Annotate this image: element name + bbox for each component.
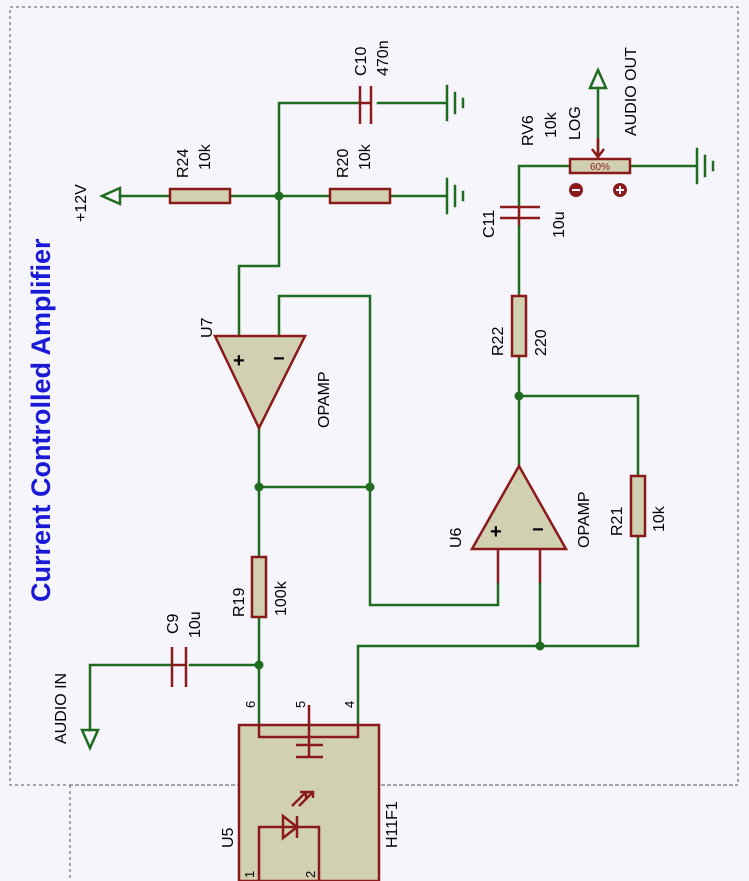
audio-in-terminal: AUDIO IN — [53, 673, 100, 752]
rv6-increment-button — [613, 183, 627, 197]
junctions — [254, 191, 545, 670]
u7-minus-pin: − — [273, 348, 285, 370]
c10-ref: C10 — [353, 47, 370, 76]
u5-pin-6: 6 — [243, 701, 258, 708]
r24-value: 10k — [197, 143, 214, 170]
sheet-frame — [9, 6, 739, 881]
diagram-title: Current Controlled Amplifier — [26, 238, 56, 602]
r19-ref: R19 — [231, 588, 248, 617]
capacitor-c9: C9 10u — [165, 611, 204, 687]
u5-pin-4: 4 — [342, 701, 357, 708]
r19-value: 100k — [273, 580, 290, 616]
audio-out-terminal: AUDIO OUT — [588, 47, 640, 136]
resistor-r21: R21 10k — [609, 474, 668, 538]
supply-terminal: +12V — [73, 184, 122, 222]
resistor-r22: R22 220 — [490, 294, 550, 358]
opamp-u6: + − U6 OPAMP — [448, 463, 593, 583]
c10-value: 470n — [375, 40, 392, 76]
u5-ref: U5 — [220, 827, 237, 848]
u6-plus-pin: + — [490, 521, 502, 543]
c9-value: 10u — [187, 611, 204, 638]
r24-ref: R24 — [175, 149, 192, 178]
rv6-value: 10k — [543, 111, 560, 138]
r20-ref: R20 — [335, 149, 352, 178]
r20-value: 10k — [357, 143, 374, 170]
rv6-setting: 60% — [590, 162, 610, 173]
r22-value: 220 — [533, 329, 550, 356]
capacitor-c11: C11 10u — [481, 205, 568, 238]
u5-pin-1: 1 — [242, 871, 257, 878]
r21-value: 10k — [651, 505, 668, 532]
wires — [88, 86, 697, 732]
rv6-taper: LOG — [567, 106, 584, 140]
r22-ref: R22 — [490, 327, 507, 356]
optocoupler-u5: 6 5 4 1 2 U5 H11F1 — [220, 701, 401, 881]
audio-in-label: AUDIO IN — [53, 673, 70, 744]
u6-value: OPAMP — [576, 491, 593, 548]
u7-plus-pin: + — [233, 350, 245, 372]
potentiometer-rv6: 60% RV6 10k LOG — [520, 106, 632, 197]
c9-ref: C9 — [165, 613, 182, 634]
u7-value: OPAMP — [316, 371, 333, 428]
u5-pin-2: 2 — [303, 871, 318, 878]
c11-ref: C11 — [481, 210, 498, 238]
opamp-u7: + − U7 OPAMP — [199, 317, 333, 431]
audio-out-label: AUDIO OUT — [623, 47, 640, 136]
ground-symbol — [445, 177, 465, 215]
c11-value: 10u — [551, 211, 568, 238]
resistor-r19: R19 100k — [231, 555, 290, 619]
capacitor-c10: C10 470n — [353, 40, 392, 124]
r21-ref: R21 — [609, 507, 626, 536]
ground-symbol — [445, 84, 465, 122]
resistor-r24: R24 10k — [168, 143, 232, 205]
resistor-r20: R20 10k — [328, 143, 392, 205]
supply-label: +12V — [73, 184, 90, 222]
rv6-ref: RV6 — [520, 115, 537, 146]
rv6-decrement-button — [569, 183, 583, 197]
u6-minus-pin: − — [532, 519, 544, 541]
u5-value: H11F1 — [384, 801, 401, 848]
u7-ref: U7 — [199, 317, 216, 338]
u5-pin-5: 5 — [293, 701, 308, 708]
u6-ref: U6 — [448, 527, 465, 548]
ground-symbol — [695, 147, 715, 185]
